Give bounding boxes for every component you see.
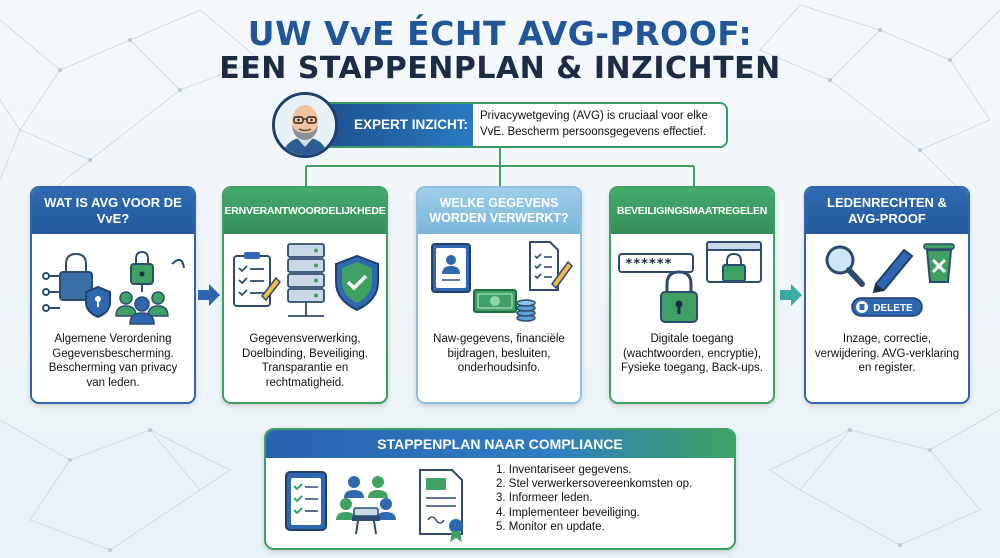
card-beveiligingsmaatregelen: BEVEILIGINGSMAATREGELEN ****** Digitale … <box>609 186 775 404</box>
lock-network-icon <box>42 250 185 325</box>
card-welke-gegevens: WELKE GEGEVENS WORDEN VERWERKT? Naw-gege… <box>416 186 582 404</box>
contacts-money-icon <box>431 241 573 322</box>
page-subtitle: EEN STAPPENPLAN & INZICHTEN <box>219 51 781 86</box>
card-text: Inzage, correctie, verwijdering. AVG-ver… <box>814 333 960 374</box>
steps-list: 1. Inventariseer gegevens. 2. Stel verwe… <box>496 463 692 534</box>
arrow-right-icon <box>198 284 220 306</box>
step-item: 1. Inventariseer gegevens. <box>496 464 632 476</box>
card-title: BEVEILIGINGSMAATREGELEN <box>611 188 773 234</box>
delete-button-label: DELETE <box>873 303 913 314</box>
password-field-text: ****** <box>625 257 672 272</box>
expert-avatar-icon <box>272 92 338 158</box>
step-item: 2. Stel verwerkersovereenkomsten op. <box>496 478 693 491</box>
card-text: Naw-gegevens, financiële bijdragen, besl… <box>433 333 565 374</box>
card-text: Digitale toegang (wachtwoorden, encrypti… <box>621 333 763 374</box>
step-item: 5. Monitor en update. <box>496 520 605 533</box>
step-item: 4. Implementeer beveiliging. <box>496 506 640 519</box>
card-text: Gegevensverwerking, Doelbinding, Beveili… <box>242 333 368 389</box>
card-title: LEDENRECHTEN & AVG-PROOF <box>806 188 968 234</box>
card-title: WAT IS AVG VOOR DE VvE? <box>32 188 194 234</box>
card-title: WELKE GEGEVENS WORDEN VERWERKT? <box>418 188 580 234</box>
card-ledenrechten: LEDENRECHTEN & AVG-PROOF DELETE Inzage, … <box>804 186 970 404</box>
expert-insight-bar: EXPERT INZICHT: Privacywetgeving (AVG) i… <box>316 102 728 148</box>
password-lock-icon: ****** <box>618 241 762 323</box>
card-wat-is-avg: WAT IS AVG VOOR DE VvE? Algemene Verorde… <box>30 186 196 404</box>
arrow-right-icon <box>780 284 802 306</box>
stappenplan-panel: STAPPENPLAN NAAR COMPLIANCE 1. Inventari… <box>264 428 736 550</box>
checklist-server-shield-icon <box>233 243 379 317</box>
page-title: UW VvE ÉCHT AVG-PROOF: <box>247 14 753 53</box>
search-pen-delete-icon: DELETE <box>825 243 955 317</box>
card-kernverantwoordelijkheden: KERNVERANTWOORDELIJKHEDEN Gegevensverwer… <box>222 186 388 404</box>
card-text: Algemene Verordening Gegevensbescherming… <box>48 333 178 389</box>
expert-text: Privacywetgeving (AVG) is cruciaal voor … <box>480 110 708 138</box>
card-title: KERNVERANTWOORDELIJKHEDEN <box>224 188 386 234</box>
checklist-meeting-certificate-icon <box>285 469 463 542</box>
step-item: 3. Informeer leden. <box>496 492 593 505</box>
expert-label: EXPERT INZICHT: <box>318 104 473 146</box>
panel-title: STAPPENPLAN NAAR COMPLIANCE <box>266 430 734 458</box>
